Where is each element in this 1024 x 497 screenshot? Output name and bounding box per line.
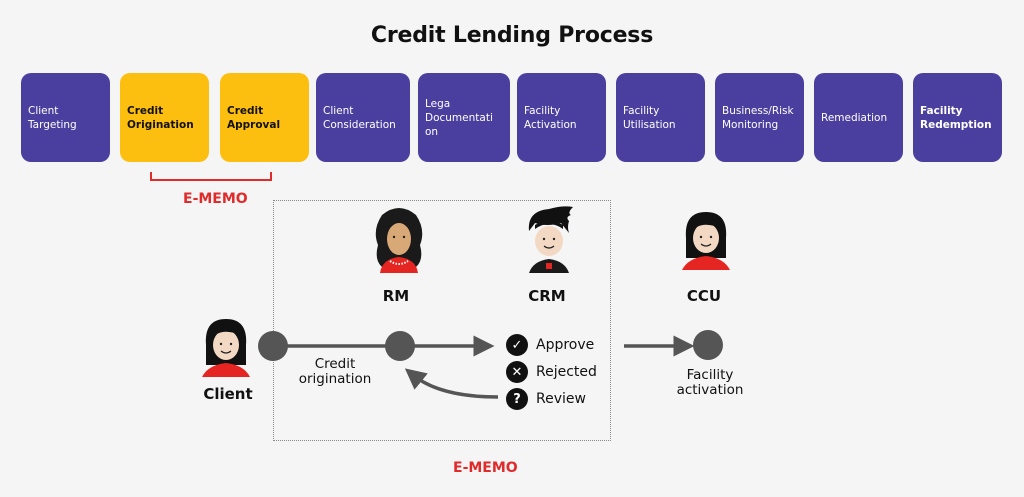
outcome-approve: ✓ Approve [506, 334, 594, 356]
label-line: Credit [314, 356, 356, 372]
stage-label: Lega [425, 97, 451, 110]
stage-label: Credit [127, 104, 164, 117]
stage-credit-origination: Credit Origination [120, 73, 209, 162]
node-rm [385, 331, 415, 361]
stage-label: Business/Risk [722, 104, 794, 117]
stage-label: Client [28, 104, 59, 117]
rm-avatar [375, 208, 423, 273]
stage-facility-utilisation: Facility Utilisation [616, 73, 705, 162]
outcome-label: Rejected [536, 364, 597, 380]
stage-label: Facility [920, 104, 963, 117]
stage-client-consideration: Client Consideration [316, 73, 410, 162]
stage-label: Remediation [821, 111, 888, 124]
stage-label: Approval [227, 118, 281, 131]
role-label-ccu: CCU [686, 287, 722, 305]
role-label-rm: RM [382, 287, 410, 305]
stage-credit-approval: Credit Approval [220, 73, 309, 162]
stage-label: Facility [524, 104, 561, 117]
e-memo-scope-box [273, 200, 611, 441]
stage-label: Client [323, 104, 354, 117]
stage-label: Utilisation [623, 118, 676, 131]
e-memo-bracket [150, 172, 272, 181]
label-line: Facility [686, 367, 734, 383]
e-memo-bracket-label: E-MEMO [183, 191, 248, 207]
stage-label: Origination [127, 118, 194, 131]
stage-label: Documentati [425, 111, 493, 124]
stage-facility-redemption: Facility Redemption [913, 73, 1002, 162]
stage-business-risk-monitoring: Business/Risk Monitoring [715, 73, 804, 162]
x-icon: ✕ [506, 361, 528, 383]
stage-label: Redemption [920, 118, 992, 131]
stage-label: Activation [524, 118, 577, 131]
flow-arrow-review-return [404, 368, 499, 399]
stage-legal-documentation: Lega Documentati on [418, 73, 510, 162]
stage-remediation: Remediation [814, 73, 903, 162]
question-icon: ? [506, 388, 528, 410]
stage-label: on [425, 125, 439, 138]
label-line: origination [298, 371, 372, 387]
crm-avatar [528, 206, 573, 273]
check-icon: ✓ [506, 334, 528, 356]
outcome-review: ? Review [506, 388, 586, 410]
stage-label: Monitoring [722, 118, 779, 131]
node-ccu [693, 330, 723, 360]
credit-origination-label: Credit origination [290, 357, 380, 387]
stage-label: Credit [227, 104, 264, 117]
label-line: activation [676, 382, 744, 398]
node-client [258, 331, 288, 361]
outcome-label: Review [536, 391, 586, 407]
e-memo-box-label: E-MEMO [453, 460, 518, 476]
stage-label: Facility [623, 104, 660, 117]
facility-activation-label: Facility activation [665, 368, 755, 398]
stage-label: Targeting [28, 118, 77, 131]
stage-label: Consideration [323, 118, 396, 131]
diagram-title: Credit Lending Process [370, 23, 654, 48]
ccu-avatar [682, 212, 730, 270]
outcome-label: Approve [536, 337, 595, 353]
role-label-client: Client [203, 385, 253, 403]
stage-facility-activation: Facility Activation [517, 73, 606, 162]
role-label-crm: CRM [528, 287, 566, 305]
client-avatar [202, 319, 250, 377]
stage-client-targeting: Client Targeting [21, 73, 110, 162]
outcome-rejected: ✕ Rejected [506, 361, 597, 383]
